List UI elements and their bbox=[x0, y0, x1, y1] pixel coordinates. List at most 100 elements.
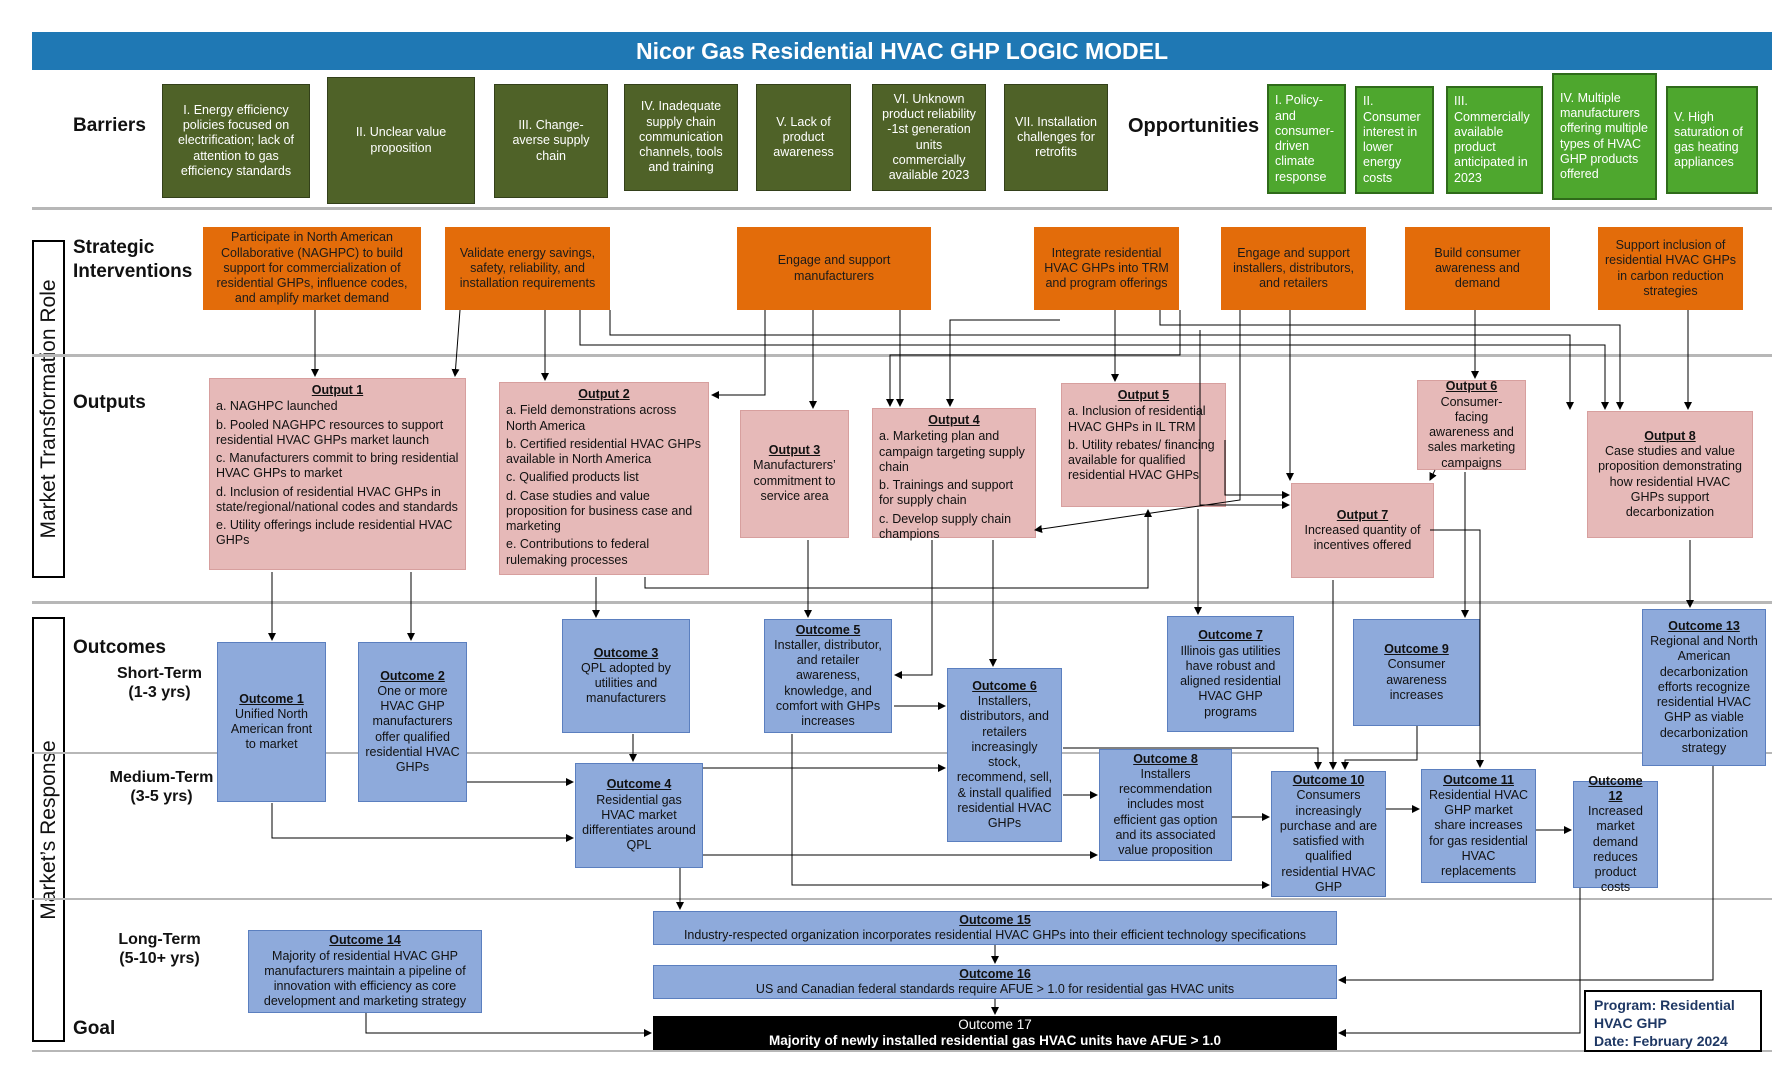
medium-term-label: Medium-Term (3-5 yrs) bbox=[109, 769, 214, 806]
opportunity-5: V. High saturation of gas heating applia… bbox=[1666, 86, 1758, 194]
output-3-text: Manufacturers’ commitment to service are… bbox=[753, 458, 836, 503]
arrow bbox=[1341, 726, 1418, 770]
outcome-15: Outcome 15 Industry-respected organizati… bbox=[653, 911, 1337, 945]
opportunity-4: IV. Multiple manufacturers offering mult… bbox=[1552, 73, 1657, 200]
opportunities-label: Opportunities bbox=[1128, 115, 1260, 137]
output-4-item: c. Develop supply chain champions bbox=[879, 511, 1012, 541]
outcome-8-title: Outcome 8 bbox=[1133, 751, 1198, 766]
outcome-2-title: Outcome 2 bbox=[380, 668, 445, 683]
outcome-1-title: Outcome 1 bbox=[239, 691, 304, 706]
outcome-4: Outcome 4 Residential gas HVAC market di… bbox=[575, 763, 703, 868]
divider-line bbox=[32, 354, 1772, 357]
barrier-3: III. Change-averse supply chain bbox=[494, 84, 608, 198]
program-name: Program: Residential HVAC GHP bbox=[1594, 997, 1735, 1032]
divider-line bbox=[32, 207, 1772, 210]
outcome-6-text: Installers, distributors, and retailers … bbox=[956, 694, 1053, 830]
outcome-14-text: Majority of residential HVAC GHP manufac… bbox=[263, 948, 467, 1009]
outcome-5-title: Outcome 5 bbox=[795, 622, 861, 637]
outcome-12-text: Increased market demand reduces product … bbox=[1588, 804, 1643, 895]
outcome-9: Outcome 9 Consumer awareness increases bbox=[1353, 619, 1480, 726]
outcome-14: Outcome 14 Majority of residential HVAC … bbox=[248, 930, 482, 1013]
outcome-3-title: Outcome 3 bbox=[593, 645, 659, 660]
long-term-label: Long-Term (5-10+ yrs) bbox=[118, 931, 201, 968]
outcome-3: Outcome 3 QPL adopted by utilities and m… bbox=[562, 619, 690, 733]
output-2-item: d. Case studies and value proposition fo… bbox=[506, 488, 693, 534]
outcome-15-text: Industry-respected organization incorpor… bbox=[683, 928, 1307, 942]
outcome-13: Outcome 13 Regional and North American d… bbox=[1642, 609, 1766, 766]
output-7-text: Increased quantity of incentives offered bbox=[1304, 522, 1421, 553]
goal-label: Goal bbox=[73, 1018, 116, 1039]
outcome-5-text: Installer, distributor, and retailer awa… bbox=[774, 637, 882, 729]
output-6-title: Output 6 bbox=[1445, 379, 1498, 394]
outcome-8: Outcome 8 Installers recommendation incl… bbox=[1099, 749, 1232, 861]
outcome-12: Outcome 12 Increased market demand reduc… bbox=[1573, 774, 1658, 894]
outcome-6: Outcome 6 Installers, distributors, and … bbox=[947, 668, 1062, 842]
outcome-15-title: Outcome 15 bbox=[959, 912, 1031, 927]
outcomes-label: Outcomes bbox=[73, 637, 166, 658]
outcome-11: Outcome 11 Residential HVAC GHP market s… bbox=[1421, 769, 1536, 883]
output-4-title: Output 4 bbox=[928, 413, 980, 427]
output-6: Output 6 Consumer-facing awareness and s… bbox=[1417, 379, 1526, 470]
outcome-3-text: QPL adopted by utilities and manufacture… bbox=[581, 660, 671, 706]
outcome-11-text: Residential HVAC GHP market share increa… bbox=[1428, 787, 1529, 879]
outcome-11-title: Outcome 11 bbox=[1443, 772, 1514, 787]
divider-line bbox=[32, 601, 1772, 604]
outcome-4-text: Residential gas HVAC market differentiat… bbox=[582, 792, 696, 853]
output-1-item: b. Pooled NAGHPC resources to support re… bbox=[216, 417, 444, 447]
output-2-title: Output 2 bbox=[578, 387, 630, 401]
outcome-10-text: Consumers increasingly purchase and are … bbox=[1279, 788, 1378, 894]
opportunity-1: I. Policy- and consumer-driven climate r… bbox=[1267, 84, 1346, 194]
arrow bbox=[711, 310, 766, 399]
outcome-17-text: Majority of newly installed residential … bbox=[769, 1033, 1221, 1048]
output-1-item: d. Inclusion of residential HVAC GHPs in… bbox=[216, 484, 458, 514]
outputs-label: Outputs bbox=[73, 392, 146, 413]
output-8-title: Output 8 bbox=[1644, 428, 1696, 443]
divider-line bbox=[32, 898, 1772, 900]
intervention-1: Participate in North American Collaborat… bbox=[203, 227, 421, 310]
outcome-2: Outcome 2 One or more HVAC GHP manufactu… bbox=[358, 642, 467, 802]
outcome-14-title: Outcome 14 bbox=[329, 933, 401, 948]
output-1-item: e. Utility offerings include residential… bbox=[216, 518, 453, 548]
output-8-text: Case studies and value proposition demon… bbox=[1598, 444, 1742, 519]
output-1-item: c. Manufacturers commit to bring residen… bbox=[216, 451, 459, 481]
outcome-6-title: Outcome 6 bbox=[972, 678, 1037, 693]
outcome-7: Outcome 7 Illinois gas utilities have ro… bbox=[1167, 616, 1294, 732]
outcome-1: Outcome 1 Unified North American front t… bbox=[217, 642, 326, 802]
output-5-item: b. Utility rebates/ financing available … bbox=[1068, 437, 1215, 483]
output-2-item: e. Contributions to federal rulemaking p… bbox=[506, 537, 650, 567]
intervention-6: Build consumer awareness and demand bbox=[1405, 227, 1550, 310]
barrier-1: I. Energy efficiency policies focused on… bbox=[162, 84, 310, 198]
outcome-2-text: One or more HVAC GHP manufacturers offer… bbox=[365, 683, 460, 775]
outcome-16-text: US and Canadian federal standards requir… bbox=[755, 982, 1235, 996]
arrow bbox=[271, 803, 574, 842]
opportunity-3: III. Commercially available product anti… bbox=[1446, 86, 1543, 194]
output-2: Output 2 a. Field demonstrations across … bbox=[499, 382, 709, 575]
output-7: Output 7 Increased quantity of incentive… bbox=[1291, 483, 1434, 578]
barrier-5: V. Lack of product awareness bbox=[756, 84, 851, 191]
intervention-5: Engage and support installers, distribut… bbox=[1221, 227, 1366, 310]
outcome-5: Outcome 5 Installer, distributor, and re… bbox=[764, 619, 892, 733]
outcome-12-title: Outcome 12 bbox=[1588, 773, 1643, 803]
markets-response-label: Market’s Response bbox=[36, 739, 60, 920]
outcome-7-title: Outcome 7 bbox=[1198, 628, 1263, 643]
outcome-9-text: Consumer awareness increases bbox=[1386, 657, 1447, 702]
arrow bbox=[451, 309, 461, 377]
outcome-4-title: Outcome 4 bbox=[606, 777, 672, 792]
opportunity-2: II. Consumer interest in lower energy co… bbox=[1355, 86, 1434, 194]
output-4-item: a. Marketing plan and campaign targeting… bbox=[879, 429, 1025, 474]
output-7-title: Output 7 bbox=[1336, 507, 1389, 522]
program-info-box: Program: Residential HVAC GHP Date: Febr… bbox=[1584, 990, 1762, 1052]
output-5-item: a. Inclusion of residential HVAC GHPs in… bbox=[1068, 404, 1206, 434]
output-8: Output 8 Case studies and value proposit… bbox=[1587, 411, 1753, 538]
market-transformation-role-label: Market Transformation Role bbox=[36, 279, 60, 539]
output-3-title: Output 3 bbox=[768, 443, 821, 457]
barrier-6: VI. Unknown product reliability -1st gen… bbox=[872, 84, 986, 191]
outcome-16-title: Outcome 16 bbox=[959, 966, 1031, 981]
barrier-2: II. Unclear value proposition bbox=[327, 77, 475, 204]
output-1: Output 1 a. NAGHPC launched b. Pooled NA… bbox=[209, 378, 466, 570]
output-2-item: a. Field demonstrations across North Ame… bbox=[506, 403, 677, 433]
outcome-13-title: Outcome 13 bbox=[1668, 618, 1740, 633]
intervention-4: Integrate residential HVAC GHPs into TRM… bbox=[1034, 227, 1179, 310]
barrier-4: IV. Inadequate supply chain communicatio… bbox=[624, 84, 738, 191]
markets-response-bar: Market’s Response bbox=[32, 617, 65, 1042]
